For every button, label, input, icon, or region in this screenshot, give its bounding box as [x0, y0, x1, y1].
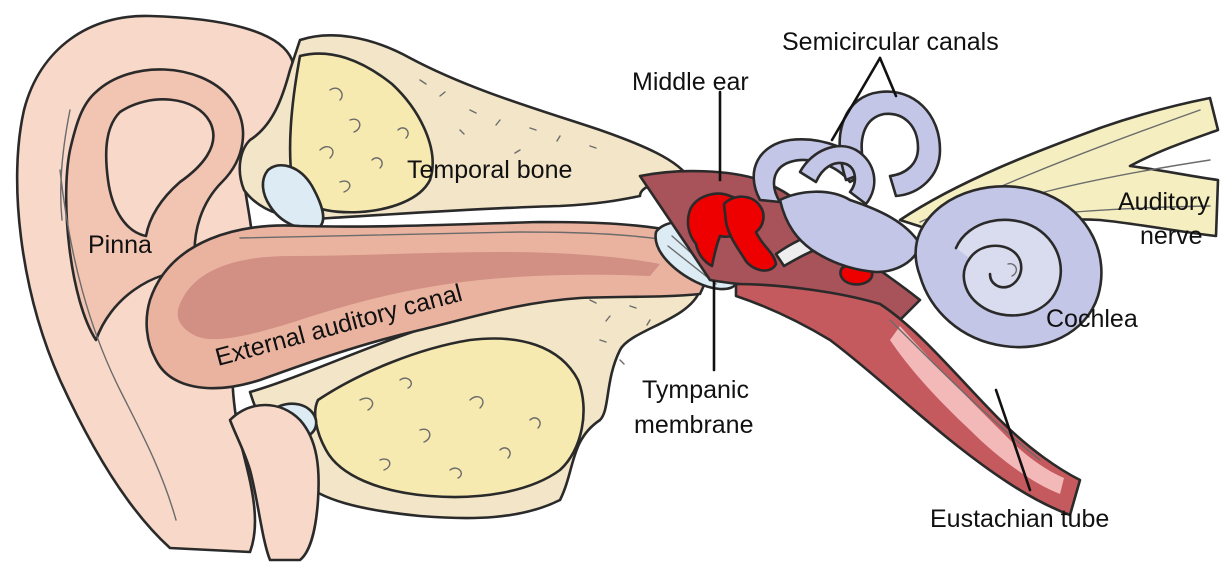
temporal-bone-upper [240, 35, 690, 229]
label-auditory-nerve-line2: nerve [1140, 222, 1203, 250]
label-auditory-nerve-line1: Auditory [1118, 188, 1210, 216]
label-temporal-bone: Temporal bone [407, 156, 572, 184]
label-tympanic-line1: Tympanic [642, 376, 749, 404]
label-cochlea: Cochlea [1046, 305, 1138, 333]
label-middle-ear: Middle ear [632, 68, 749, 96]
label-tympanic-line2: membrane [634, 411, 754, 439]
label-eustachian-tube: Eustachian tube [930, 505, 1109, 533]
label-pinna: Pinna [88, 231, 152, 259]
label-semicircular-canals: Semicircular canals [782, 28, 999, 56]
